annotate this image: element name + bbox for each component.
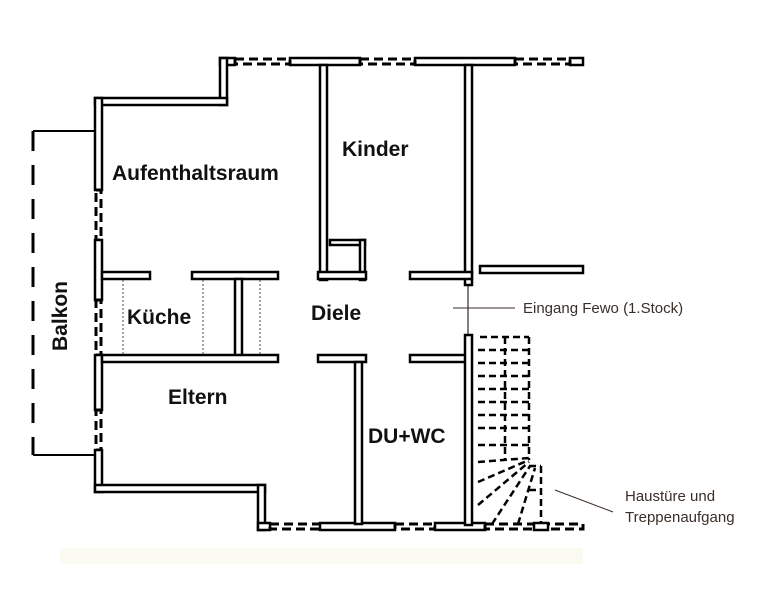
annotation-haustuere-line2: Treppenaufgang [625, 509, 735, 526]
balcony-outline [31, 130, 96, 456]
room-label-kueche: Küche [127, 306, 192, 329]
room-label-aufenthaltsraum: Aufenthaltsraum [112, 162, 279, 185]
interior-walls [100, 63, 585, 527]
haustuere-leader-line [554, 489, 614, 513]
annotation-haustuere-line1: Haustüre und [625, 488, 716, 505]
room-label-diele: Diele [311, 302, 362, 325]
room-label-du-wc: DU+WC [368, 425, 446, 448]
room-label-kinder: Kinder [342, 138, 409, 161]
room-label-balkon: Balkon [49, 280, 73, 352]
annotation-eingang: Eingang Fewo (1.Stock) [523, 300, 684, 317]
staircase [477, 335, 543, 525]
ground-shade [60, 548, 583, 564]
room-label-eltern: Eltern [168, 386, 228, 409]
outer-walls [93, 56, 585, 532]
